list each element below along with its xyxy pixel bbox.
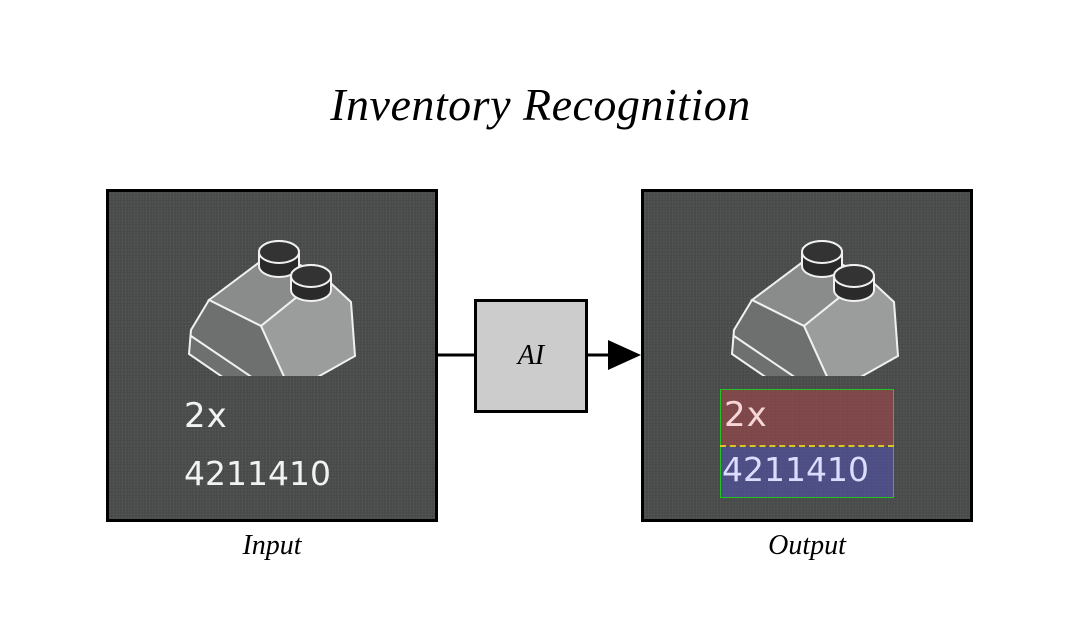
output-quantity-text: 2x (724, 395, 768, 435)
arrow-head-icon (608, 340, 641, 370)
output-caption: Output (644, 530, 970, 562)
input-image-panel: 2x 4211410 (106, 189, 438, 522)
ai-label: AI (518, 340, 544, 372)
diagram-title: Inventory Recognition (0, 78, 1081, 131)
input-part-number-text: 4211410 (184, 454, 331, 493)
output-part-number-text: 4211410 (722, 450, 869, 489)
output-image-panel: 2x 4211410 (641, 189, 973, 522)
input-quantity-text: 2x (184, 396, 228, 436)
input-caption: Input (109, 530, 435, 562)
ai-processor-box: AI (474, 299, 588, 413)
detection-divider (720, 445, 894, 447)
brick-slope-icon (724, 216, 904, 376)
brick-slope-icon (181, 216, 361, 376)
